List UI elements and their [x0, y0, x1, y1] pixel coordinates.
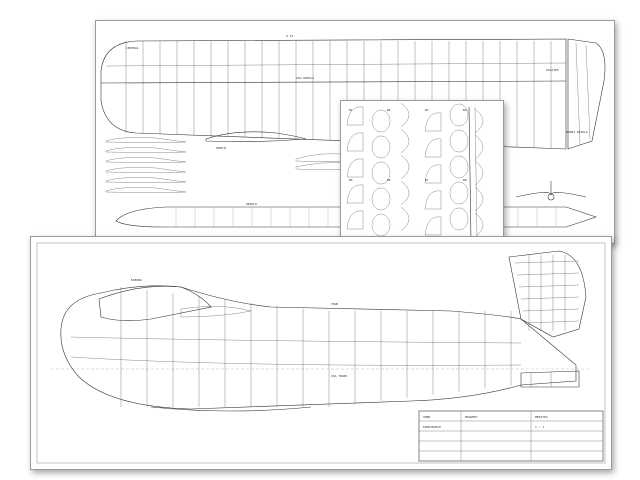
fuselage-label-3: OSA TRUPU — [331, 374, 347, 378]
skid — [150, 406, 312, 412]
part-rib — [474, 134, 484, 160]
wing-outline — [100, 38, 567, 150]
part-rib — [400, 154, 410, 180]
wing-tip — [567, 38, 606, 150]
wing-label-4: ZACATEK — [546, 68, 559, 72]
part-bulkhead — [449, 155, 469, 179]
part-bulkhead — [449, 129, 469, 153]
part-label: B1 — [349, 108, 353, 112]
wing-plan-drawing: CENTRAL Z 13 OSA KRIDLA ZACATEK KRIDLO Z… — [100, 34, 606, 228]
wing-label-1: CENTRAL — [126, 46, 139, 50]
part-former — [346, 210, 364, 230]
part-label: B7 — [425, 178, 429, 182]
wing-side-view — [115, 206, 597, 228]
part-rib — [400, 102, 410, 128]
title-block-label-1: SMER — [423, 415, 430, 419]
part-bulkhead — [371, 213, 391, 237]
part-label: B3 — [425, 108, 429, 112]
part-label: B5 — [349, 178, 353, 182]
part-bulkhead — [371, 187, 391, 211]
wing-label-3: OSA KRIDLA — [296, 76, 314, 80]
airfoil-profile — [105, 167, 187, 173]
part-rib — [474, 212, 484, 238]
airfoil-profile — [105, 147, 187, 153]
title-block: SMER MOGUMEY MERITKO KONSTRUKCE 1 : 1 — [418, 410, 604, 462]
fuselage-outline — [60, 285, 577, 410]
title-block-label-5: 1 : 1 — [535, 425, 544, 429]
fin-rib — [514, 260, 580, 264]
part-bulkhead — [371, 135, 391, 159]
airfoil-profile — [105, 177, 187, 183]
title-block-label-2: MOGUMEY — [465, 415, 478, 419]
part-bulkhead — [449, 181, 469, 205]
part-label: B4 — [463, 108, 467, 112]
airfoil-profile-large — [205, 131, 307, 142]
wing-label-2: Z 13 — [286, 34, 293, 38]
tail-fin — [508, 250, 587, 338]
part-rib — [400, 180, 410, 206]
fin-rib — [518, 284, 580, 288]
front-view-glider — [515, 181, 587, 201]
part-rib — [400, 128, 410, 154]
longeron-upper — [70, 336, 522, 344]
part-rib — [474, 108, 484, 134]
part-spar — [468, 106, 472, 242]
part-former — [424, 138, 442, 158]
airfoil-profile — [105, 187, 187, 193]
fuselage-label-1: KABINA — [131, 278, 142, 282]
tail-cone — [520, 370, 580, 388]
airfoil-profile — [105, 157, 187, 163]
wing-spar — [100, 80, 567, 84]
fin-rib — [522, 308, 580, 312]
part-label: B6 — [387, 178, 391, 182]
fuselage-plan-drawing: SMER MOGUMEY MERITKO KONSTRUKCE 1 : 1 KA… — [36, 242, 606, 464]
part-bulkhead — [449, 207, 469, 231]
fuselage-plan-sheet: SMER MOGUMEY MERITKO KONSTRUKCE 1 : 1 KA… — [30, 236, 612, 470]
canopy-outline — [98, 285, 212, 321]
fuselage-label-2: TRUP — [331, 302, 338, 306]
longeron-lower — [70, 356, 522, 366]
title-block-label-3: MERITKO — [535, 415, 548, 419]
part-former — [346, 184, 364, 204]
part-rib — [474, 160, 484, 186]
wing-label-6: ZADNI KRIDLA — [566, 130, 588, 134]
fin-rib — [516, 272, 580, 276]
part-label: B8 — [463, 178, 467, 182]
drawing-border — [36, 242, 606, 464]
part-spar — [474, 106, 478, 242]
title-block-label-4: KONSTRUKCE — [423, 425, 441, 429]
part-former — [346, 158, 364, 178]
part-former — [424, 164, 442, 184]
part-former — [424, 216, 442, 236]
part-bulkhead — [449, 103, 469, 127]
wing-label-5: KRIDLO — [246, 202, 257, 206]
part-rib — [400, 206, 410, 232]
part-bulkhead — [371, 161, 391, 185]
airfoil-profile — [105, 137, 187, 143]
part-former — [346, 132, 364, 152]
fin-rib — [520, 296, 580, 300]
fin-rib — [524, 320, 580, 324]
airfoil-profiles — [105, 131, 375, 193]
part-former — [424, 190, 442, 210]
part-former — [424, 112, 442, 132]
part-label: B2 — [387, 108, 391, 112]
part-former — [346, 106, 364, 126]
part-rib — [474, 186, 484, 212]
wing-label-7: PROFIL — [216, 146, 227, 150]
part-bulkhead — [371, 109, 391, 133]
